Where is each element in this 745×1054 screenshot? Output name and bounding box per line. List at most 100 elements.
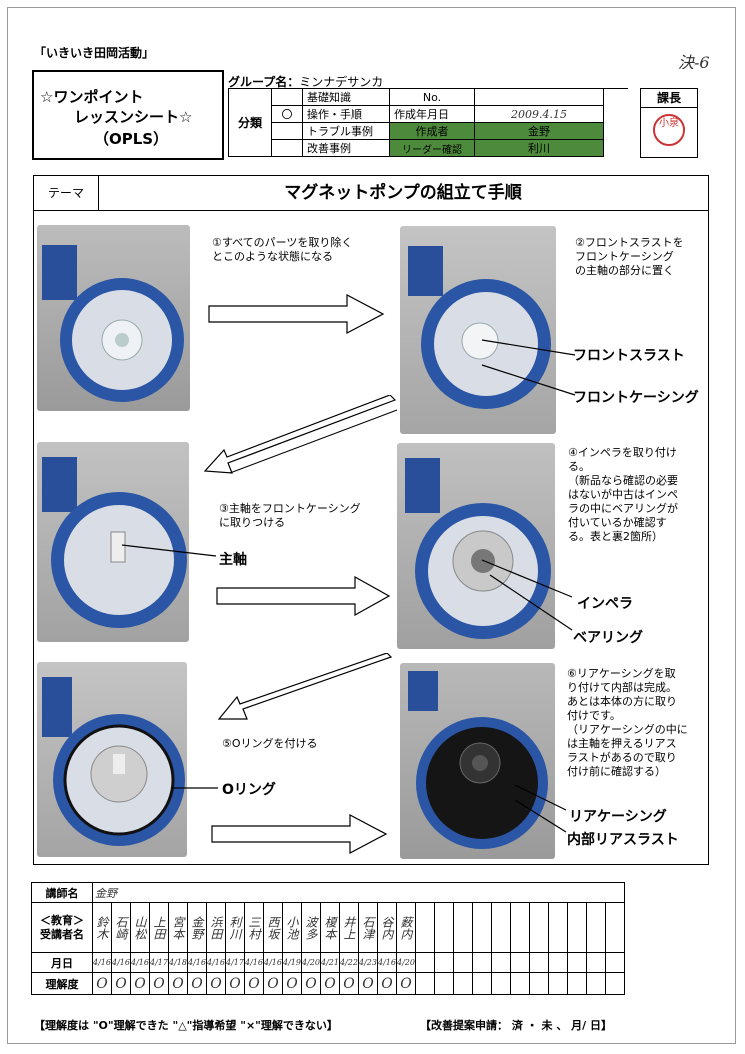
trainee-name-cell: 山松 (130, 902, 150, 953)
trainee-name-cell: 小池 (282, 902, 302, 953)
training-date-cell: 4/23 (358, 952, 378, 973)
training-date-cell: 4/20 (301, 952, 321, 973)
training-date-cell: 4/20 (396, 952, 416, 973)
class-row-2: 操作・手順 (302, 105, 390, 123)
understanding-mark-cell: O (111, 972, 131, 995)
arrow-right-1 (208, 294, 385, 334)
understanding-mark-cell (491, 972, 511, 995)
manager-label: 課長 (641, 89, 697, 108)
date-row-label: 月日 (31, 952, 93, 973)
understanding-mark-cell: O (339, 972, 359, 995)
trainee-name-cell: 井上 (339, 902, 359, 953)
understanding-mark-cell: O (320, 972, 340, 995)
understanding-mark-cell: O (377, 972, 397, 995)
manager-stamp: 小泉 (653, 114, 685, 146)
author-label: 作成者 (389, 122, 475, 140)
class-mark: 〇 (271, 105, 303, 123)
training-date-cell: 4/18 (168, 952, 188, 973)
training-date-cell: 4/16 (187, 952, 207, 973)
label-bearing: ベアリング (573, 630, 643, 646)
training-date-cell: 4/16 (111, 952, 131, 973)
trainee-name-cell (453, 902, 473, 953)
understanding-label: 理解度 (31, 972, 93, 995)
pointer-lines-6 (514, 784, 567, 833)
page-frame (7, 7, 736, 1044)
label-front-thrust: フロントスラスト (573, 348, 685, 364)
understanding-mark-cell (472, 972, 492, 995)
leader-value: 利川 (474, 139, 604, 157)
title-line2: レッスンシート☆ (74, 108, 193, 126)
understanding-mark-cell: O (130, 972, 150, 995)
trainee-name-cell (586, 902, 606, 953)
arrow-diagonal-1 (203, 395, 398, 474)
training-date-cell (415, 952, 435, 973)
trainee-name-cell (529, 902, 549, 953)
instructor-label: 講師名 (31, 882, 93, 903)
understanding-mark-cell: O (187, 972, 207, 995)
trainee-name-cell: 上田 (149, 902, 169, 953)
step2-text: ②フロントスラストを フロントケーシング の主軸の部分に置く (575, 236, 684, 277)
understanding-mark-cell (567, 972, 587, 995)
photo-step6 (400, 663, 555, 859)
trainee-name-cell: 薮内 (396, 902, 416, 953)
label-o-ring: Oリング (222, 782, 276, 798)
theme-label: テーマ (34, 176, 99, 211)
training-date-cell (529, 952, 549, 973)
no-label: No. (389, 88, 475, 106)
training-date-cell (472, 952, 492, 973)
training-date-cell (605, 952, 625, 973)
understanding-mark-cell: O (206, 972, 226, 995)
photo-step1 (37, 225, 190, 411)
pointer-line-5 (172, 787, 218, 789)
understanding-mark-cell (434, 972, 454, 995)
training-date-cell: 4/19 (282, 952, 302, 973)
trainee-name-cell: 利川 (225, 902, 245, 953)
trainee-name-cell (567, 902, 587, 953)
understanding-mark-cell (415, 972, 435, 995)
training-date-cell (548, 952, 568, 973)
class-row-3: トラブル事例 (302, 122, 390, 140)
understanding-mark-cell: O (92, 972, 112, 995)
trainee-name-cell: 榎本 (320, 902, 340, 953)
trainee-name-cell: 西坂 (263, 902, 283, 953)
manager-box: 課長 小泉 (640, 88, 698, 158)
understanding-mark-cell: O (301, 972, 321, 995)
understanding-mark-cell: O (149, 972, 169, 995)
label-front-casing: フロントケーシング (573, 390, 699, 406)
understanding-mark-cell: O (396, 972, 416, 995)
author-value: 金野 (474, 122, 604, 140)
trainee-name-cell: 鈴木 (92, 902, 112, 953)
understanding-mark-cell (529, 972, 549, 995)
trainee-name-cell: 波多 (301, 902, 321, 953)
title-line1: ☆ワンポイント (40, 88, 144, 106)
leader-label: リーダー確認 (389, 139, 475, 157)
arrow-right-3 (211, 814, 388, 854)
understanding-mark-cell (510, 972, 530, 995)
training-date-cell: 4/16 (263, 952, 283, 973)
trainee-name-cell: 三村 (244, 902, 264, 953)
photo-step4 (397, 443, 555, 649)
training-date-cell: 4/16 (206, 952, 226, 973)
training-date-cell: 4/17 (149, 952, 169, 973)
training-date-cell: 4/16 (377, 952, 397, 973)
training-date-cell (453, 952, 473, 973)
trainee-name-cell: 石崎 (111, 902, 131, 953)
training-date-cell: 4/16 (92, 952, 112, 973)
theme-box: テーマ マグネットポンプの組立て手順 (33, 175, 709, 865)
page-mark: 決-6 (678, 53, 710, 72)
training-date-cell (434, 952, 454, 973)
trainee-name-cell (605, 902, 625, 953)
group-name-label: グループ名： (228, 75, 300, 89)
step5-text: ⑤Oリングを付ける (222, 737, 318, 750)
trainee-label: ＜教育＞ 受講者名 (31, 902, 93, 953)
training-date-cell: 4/17 (225, 952, 245, 973)
date-value: 2009.4.15 (474, 105, 604, 123)
instructor-value: 金野 (92, 882, 625, 903)
trainee-name-cell: 浜田 (206, 902, 226, 953)
trainee-name-cell: 宮本 (168, 902, 188, 953)
understanding-mark-cell (605, 972, 625, 995)
training-date-cell (567, 952, 587, 973)
training-date-cell: 4/21 (320, 952, 340, 973)
trainee-name-cell (510, 902, 530, 953)
pump-casing-image (42, 245, 184, 402)
